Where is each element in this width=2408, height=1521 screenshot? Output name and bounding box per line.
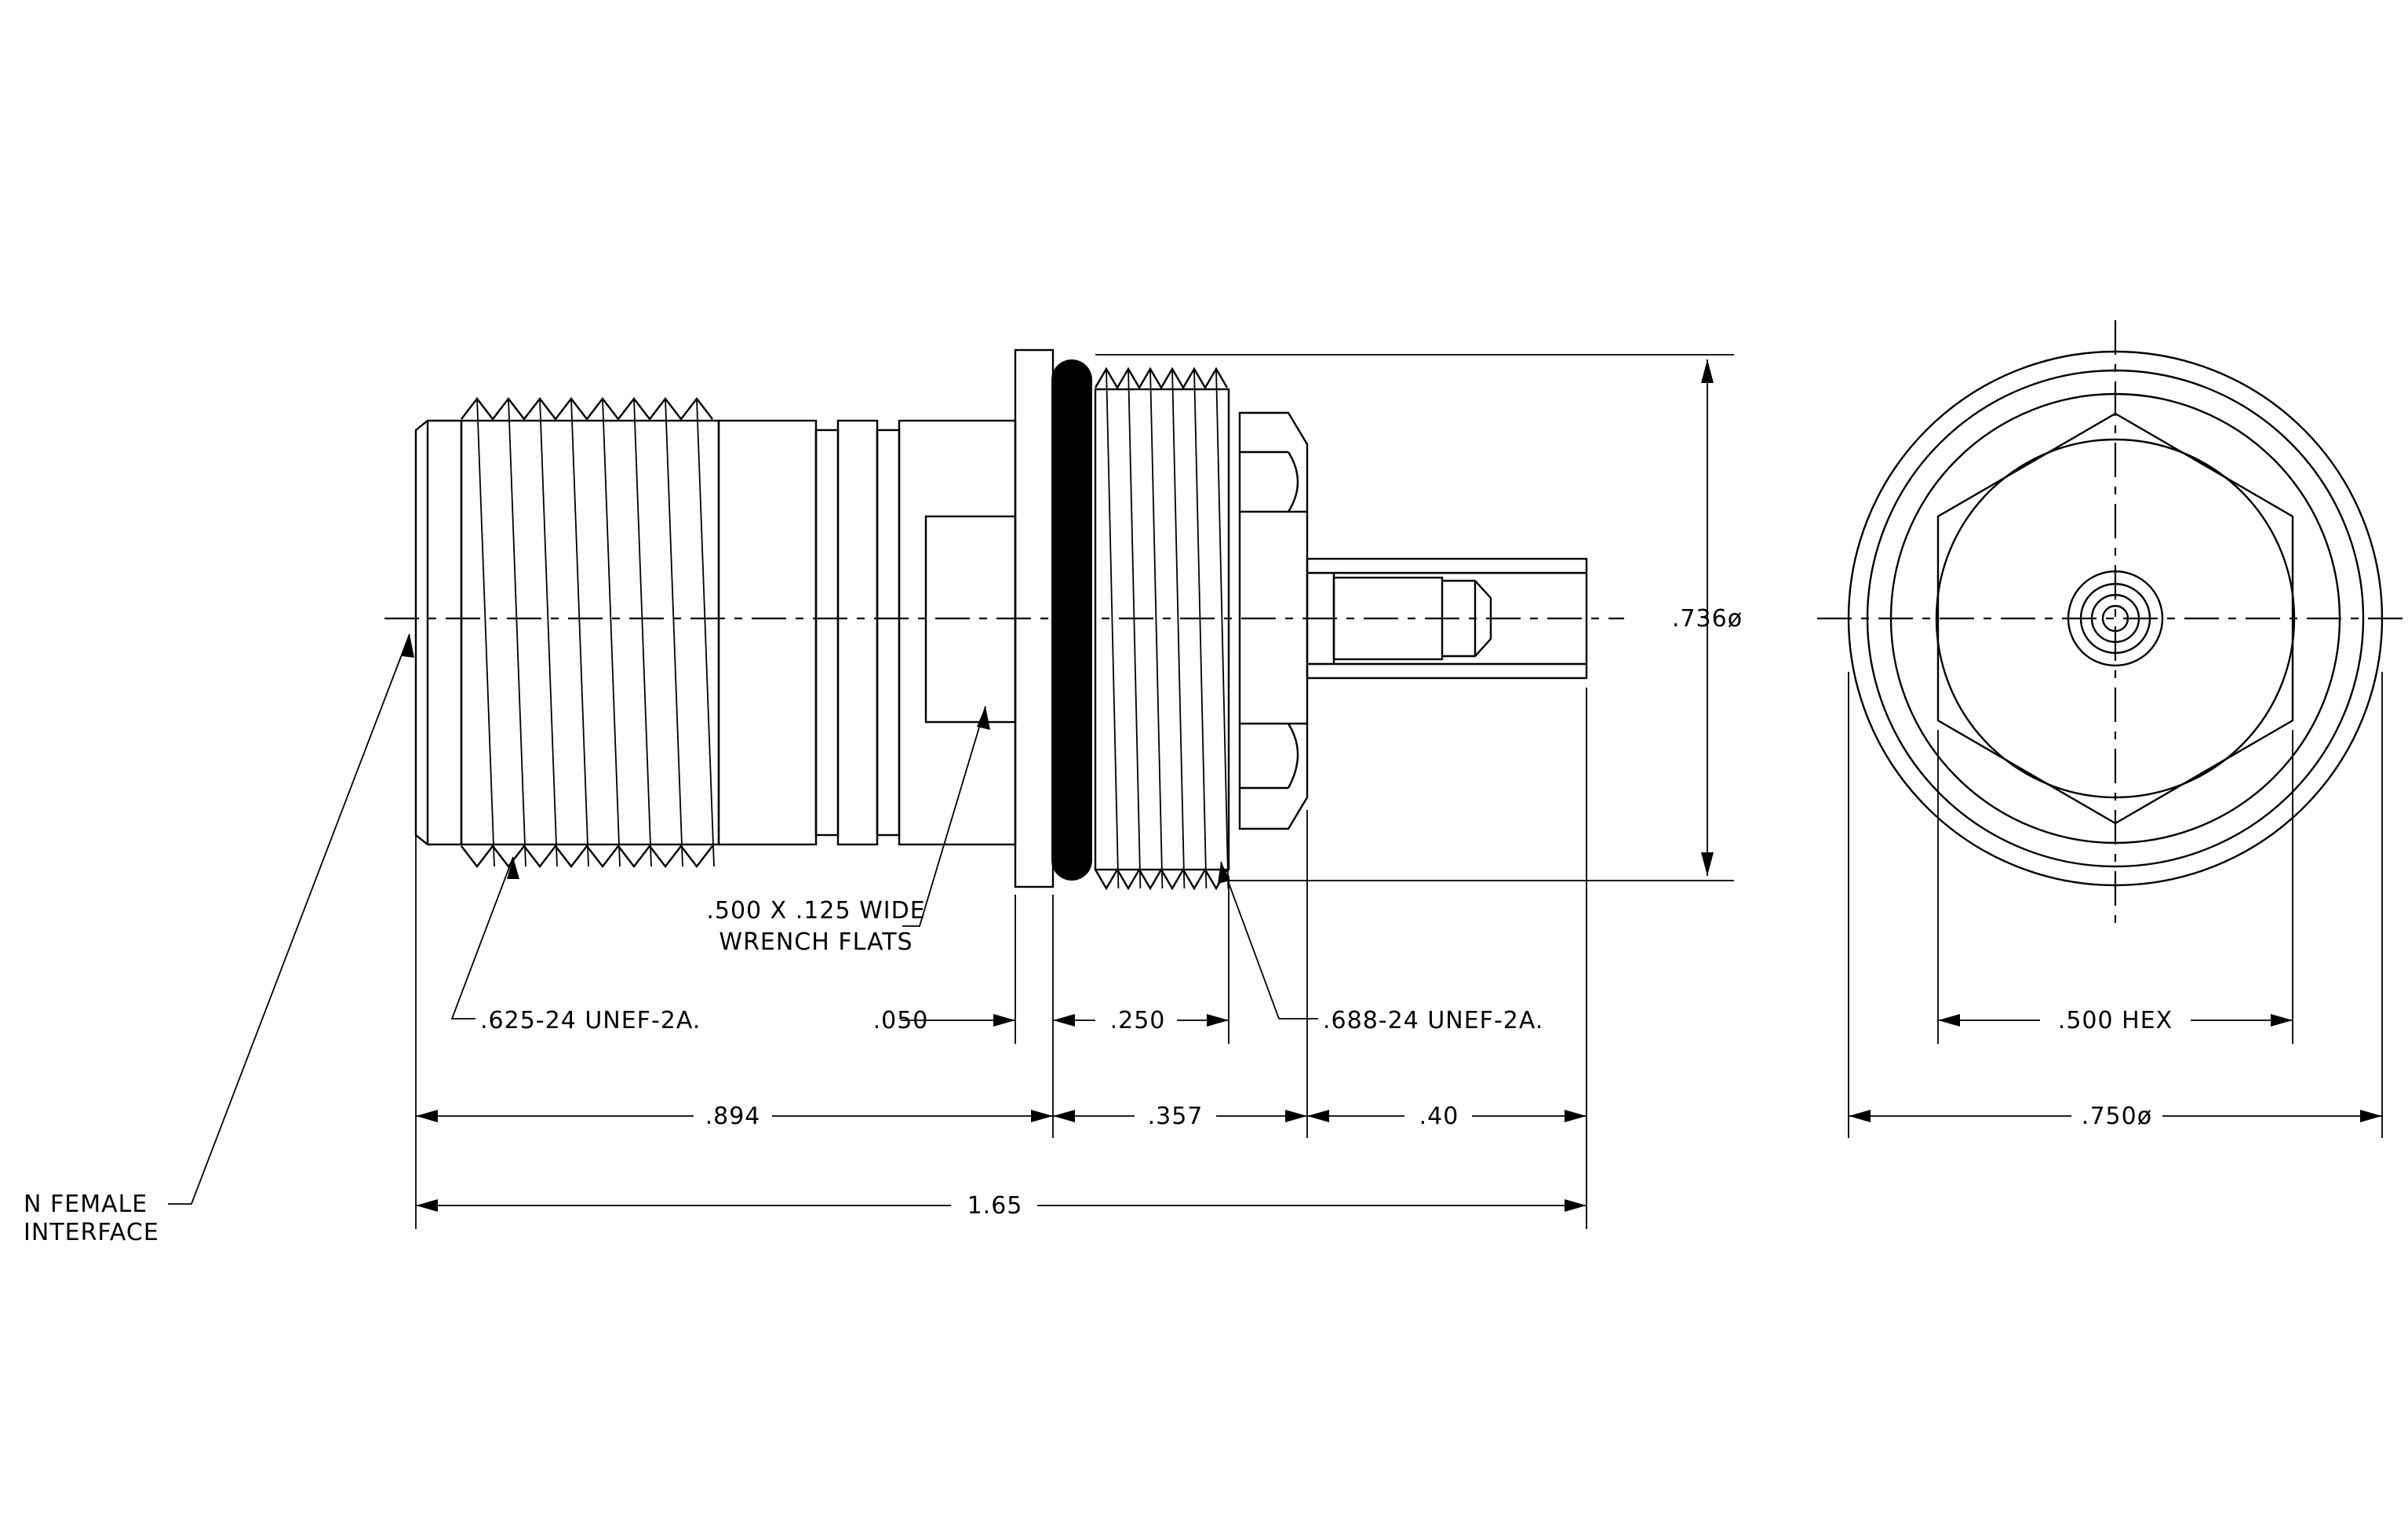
seal-diameter-label: .736ø: [1672, 605, 1743, 633]
seal-circle: [1889, 392, 2341, 844]
flange-thickness-label: .050: [873, 1007, 929, 1034]
hex-outline: [1936, 412, 2294, 825]
overall-length-label: 1.65: [967, 1192, 1023, 1220]
end-arrowheads: [1849, 1014, 2382, 1122]
contact-mid-circle: [2090, 593, 2140, 644]
front-thread-label: .625-24 UNEF-2A.: [480, 1007, 701, 1034]
outer-diameter-circle: [1847, 350, 2384, 887]
rear-thread-label: .688-24 UNEF-2A.: [1323, 1007, 1543, 1034]
extension-lines: [415, 354, 1734, 1229]
tail-length-label: .40: [1419, 1103, 1459, 1130]
mid-length-label: .357: [1148, 1103, 1204, 1130]
hex-size-label: .500 HEX: [2058, 1007, 2173, 1034]
o-ring: [1051, 359, 1092, 881]
wrench-flats-label-line1: .500 X .125 WIDE: [706, 897, 925, 925]
body-sections: [717, 348, 1055, 888]
rear-tube: [1306, 557, 1588, 680]
hex-nut: [1238, 411, 1309, 830]
front-thread: [460, 397, 720, 868]
front-interface-body: [414, 419, 463, 846]
side-view: .500 X .125 WIDE WRENCH FLATS .625-24 UN…: [24, 348, 1743, 1246]
interface-label-line2: INTERFACE: [24, 1219, 159, 1246]
ring-circle: [1866, 369, 2365, 868]
knurled-contact: [1332, 576, 1444, 661]
contact-outer-circle: [2079, 582, 2151, 655]
arrowheads: [402, 359, 1714, 1212]
inner-body-circle: [1935, 438, 2296, 799]
outer-diameter-label: .750ø: [2082, 1103, 2152, 1130]
dielectric-circle: [2067, 570, 2164, 667]
wrench-flats-label-line2: WRENCH FLATS: [719, 928, 913, 956]
rear-thread-length-label: .250: [1110, 1007, 1166, 1034]
front-length-label: .894: [705, 1103, 761, 1130]
interface-label-line1: N FEMALE: [24, 1191, 148, 1218]
end-view: .500 HEX .750ø: [1817, 320, 2408, 1138]
rear-thread: [1094, 367, 1230, 891]
leader-lines: [168, 633, 1318, 1205]
contact-pin-circle: [2101, 604, 2129, 633]
